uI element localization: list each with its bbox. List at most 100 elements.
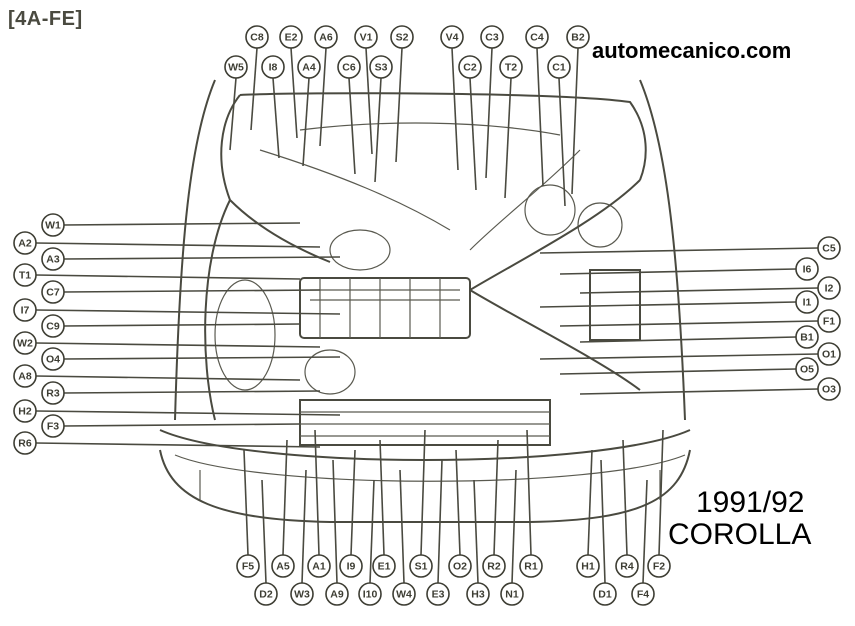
connector-r2: R2 bbox=[482, 554, 506, 578]
connector-label: W1 bbox=[45, 220, 61, 232]
connector-label: A6 bbox=[319, 32, 333, 44]
connector-label: O2 bbox=[453, 561, 467, 573]
connector-label: C4 bbox=[530, 32, 544, 44]
connector-label: H2 bbox=[18, 406, 32, 418]
leader-o1 bbox=[539, 353, 819, 360]
hood-outline bbox=[174, 79, 686, 421]
connector-label: F3 bbox=[47, 421, 59, 433]
connector-f2: F2 bbox=[647, 554, 671, 578]
leader-a8 bbox=[35, 375, 301, 381]
connector-n1: N1 bbox=[500, 582, 524, 606]
connector-label: O5 bbox=[800, 364, 814, 376]
leader-s1 bbox=[420, 429, 426, 556]
leader-a6 bbox=[319, 47, 327, 147]
connector-w4: W4 bbox=[392, 582, 416, 606]
leader-e2 bbox=[290, 47, 298, 139]
connector-label: C1 bbox=[552, 62, 566, 74]
connector-label: C6 bbox=[342, 62, 356, 74]
connector-label: O4 bbox=[46, 354, 60, 366]
leader-v1 bbox=[365, 47, 373, 155]
connector-r4: R4 bbox=[615, 554, 639, 578]
connector-o5: O5 bbox=[795, 357, 819, 381]
connector-a8: A8 bbox=[13, 364, 37, 388]
connector-v4: V4 bbox=[440, 25, 464, 49]
connector-w1: W1 bbox=[41, 213, 65, 237]
connector-h3: H3 bbox=[466, 582, 490, 606]
leader-f2 bbox=[658, 429, 664, 556]
connector-label: N1 bbox=[505, 589, 519, 601]
connector-c1: C1 bbox=[547, 55, 571, 79]
connector-label: C8 bbox=[250, 32, 264, 44]
connector-e2: E2 bbox=[279, 25, 303, 49]
connector-label: H3 bbox=[471, 589, 485, 601]
leader-d1 bbox=[600, 459, 606, 584]
connector-o4: O4 bbox=[41, 347, 65, 371]
connector-c6: C6 bbox=[337, 55, 361, 79]
leader-s2 bbox=[395, 47, 403, 163]
connector-i9: I9 bbox=[339, 554, 363, 578]
connector-label: A8 bbox=[18, 371, 32, 383]
connector-c8: C8 bbox=[245, 25, 269, 49]
connector-label: W3 bbox=[294, 589, 310, 601]
connector-label: R3 bbox=[46, 388, 60, 400]
connector-label: C5 bbox=[822, 243, 836, 255]
leader-i7 bbox=[35, 309, 341, 315]
leader-t2 bbox=[504, 77, 512, 199]
connector-f3: F3 bbox=[41, 414, 65, 438]
connector-label: V4 bbox=[446, 32, 459, 44]
connector-label: I9 bbox=[347, 561, 356, 573]
connector-h1: H1 bbox=[576, 554, 600, 578]
connector-e3: E3 bbox=[426, 582, 450, 606]
leader-w5 bbox=[229, 77, 237, 151]
connector-label: R4 bbox=[620, 561, 634, 573]
connector-label: S2 bbox=[396, 32, 409, 44]
connector-o1: O1 bbox=[817, 342, 841, 366]
leader-h3 bbox=[473, 479, 479, 584]
connector-label: R6 bbox=[18, 438, 32, 450]
front-bumper bbox=[159, 429, 691, 523]
leader-w4 bbox=[399, 469, 405, 584]
connector-i2: I2 bbox=[817, 276, 841, 300]
connector-label: W2 bbox=[17, 338, 33, 350]
connector-label: I1 bbox=[803, 297, 812, 309]
connector-label: I2 bbox=[825, 283, 834, 295]
leader-h1 bbox=[587, 449, 593, 556]
leader-a4 bbox=[302, 77, 310, 167]
connector-w5: W5 bbox=[224, 55, 248, 79]
leader-v4 bbox=[451, 47, 459, 171]
leader-b1 bbox=[579, 336, 797, 343]
connector-d1: D1 bbox=[593, 582, 617, 606]
connector-label: W5 bbox=[228, 62, 244, 74]
connector-b1: B1 bbox=[795, 325, 819, 349]
leader-c5 bbox=[539, 247, 819, 254]
connector-label: C7 bbox=[46, 287, 60, 299]
leader-d2 bbox=[261, 479, 267, 584]
leader-f5 bbox=[243, 449, 249, 556]
connector-label: A3 bbox=[46, 254, 60, 266]
connector-a2: A2 bbox=[13, 231, 37, 255]
leader-a5 bbox=[282, 439, 288, 556]
leader-i10 bbox=[369, 479, 375, 584]
connector-label: E1 bbox=[378, 561, 391, 573]
leader-f1 bbox=[559, 320, 819, 327]
leader-i8 bbox=[272, 77, 280, 159]
connector-label: D1 bbox=[598, 589, 612, 601]
connector-label: A4 bbox=[302, 62, 316, 74]
connector-w3: W3 bbox=[290, 582, 314, 606]
leader-r1 bbox=[526, 429, 532, 556]
leader-e1 bbox=[379, 439, 385, 556]
leader-i1 bbox=[539, 301, 797, 308]
connector-label: I8 bbox=[269, 62, 278, 74]
leader-s3 bbox=[374, 77, 382, 183]
connector-label: V1 bbox=[360, 32, 373, 44]
connector-f5: F5 bbox=[236, 554, 260, 578]
connector-i1: I1 bbox=[795, 290, 819, 314]
connector-w2: W2 bbox=[13, 331, 37, 355]
leader-c2 bbox=[469, 77, 477, 191]
connector-i6: I6 bbox=[795, 257, 819, 281]
connector-c9: C9 bbox=[41, 314, 65, 338]
main-harness bbox=[204, 92, 647, 421]
connector-label: R1 bbox=[524, 561, 538, 573]
connector-label: I6 bbox=[803, 264, 812, 276]
